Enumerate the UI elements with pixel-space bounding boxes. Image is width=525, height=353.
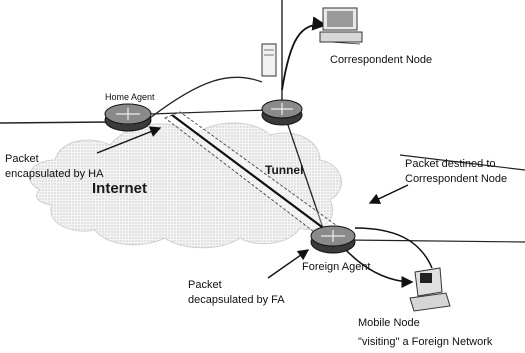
server-device (261, 43, 277, 77)
correspondent-computer-icon (319, 7, 363, 45)
router-to-fa-link (280, 114, 324, 229)
encap-label-line1: Packet (5, 153, 39, 165)
dest-label-line1: Packet destined to (405, 158, 496, 170)
foreign-network-line (399, 154, 525, 171)
mobile-to-fa-arrow (354, 227, 433, 269)
encap-label-line2: encapsulated by HA (5, 168, 104, 180)
mobile-node-sublabel: "visiting" a Foreign Network (358, 336, 493, 348)
mobile-node-laptop-icon (409, 267, 451, 312)
home-agent-label: Home Agent (105, 92, 155, 102)
decap-label-line2: decapsulated by FA (188, 294, 285, 306)
router-to-cn-arrow (281, 16, 327, 91)
ha-to-cn-link (149, 109, 269, 115)
foreign-agent-router-icon (310, 225, 356, 254)
decap-pointer-arrow (267, 249, 310, 279)
internet-cloud (28, 122, 342, 249)
ha-upper-link (149, 76, 263, 119)
mobile-node-label: Mobile Node (358, 317, 420, 329)
foreign-agent-label: Foreign Agent (302, 261, 371, 273)
fa-to-mobile-arrow (345, 249, 414, 288)
foreign-network-line-2 (344, 239, 525, 243)
dest-pointer-arrow (368, 184, 409, 204)
correspondent-router-icon (261, 99, 303, 126)
tunnel-path (171, 114, 331, 234)
correspondent-node-label: Correspondent Node (330, 54, 432, 66)
tunnel-label: Tunnel (265, 163, 303, 177)
decap-label-line1: Packet (188, 279, 222, 291)
dest-label-line2: Correspondent Node (405, 173, 507, 185)
internet-label: Internet (92, 180, 147, 197)
encap-pointer-arrow (96, 126, 162, 154)
home-network-line (0, 121, 111, 124)
home-agent-router-icon (104, 103, 152, 132)
